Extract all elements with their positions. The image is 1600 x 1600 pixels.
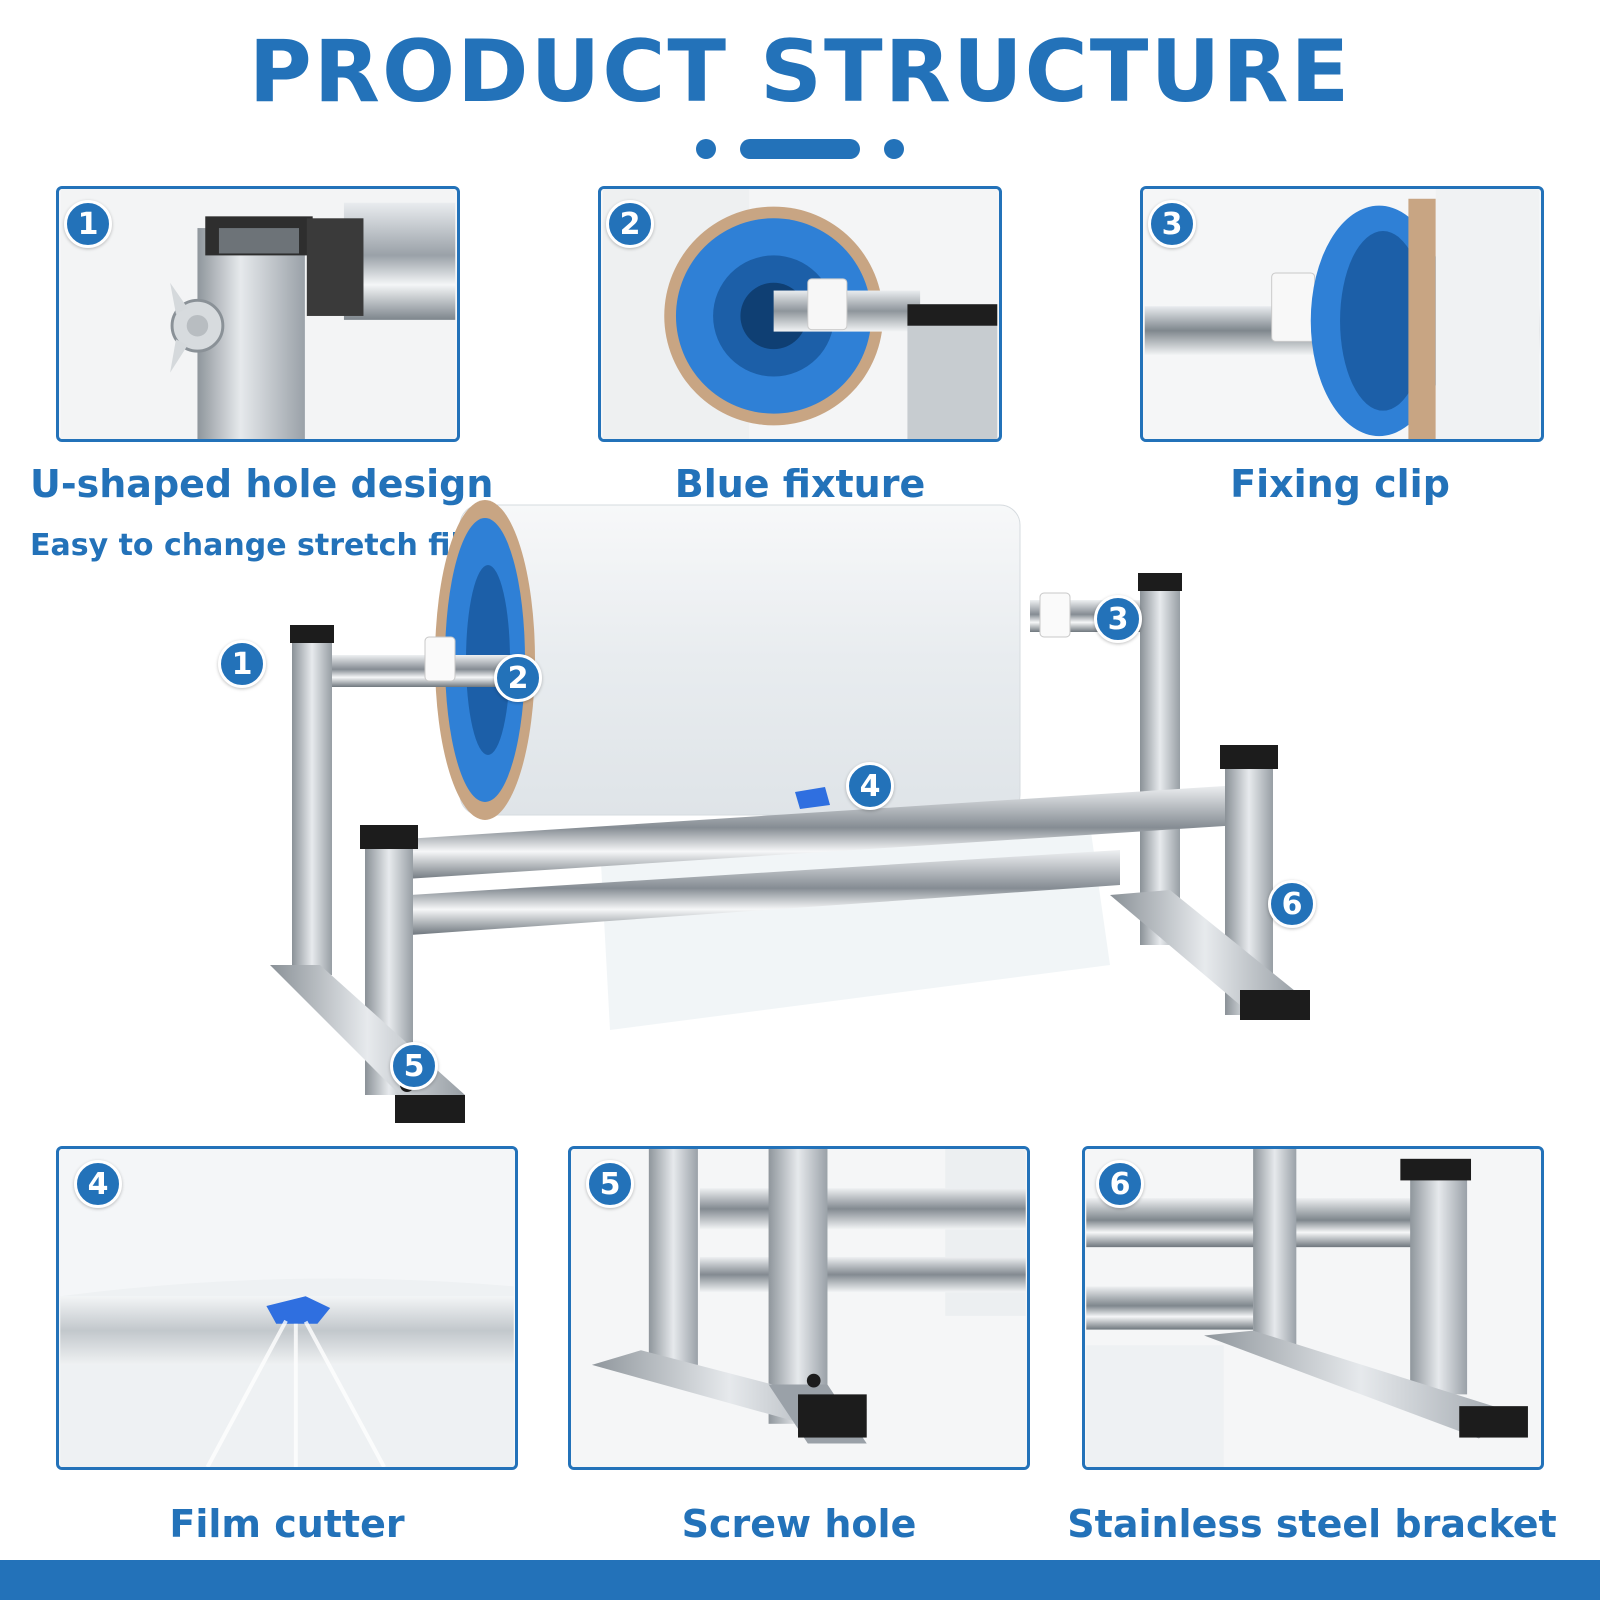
badge-4: 4 <box>74 1160 122 1208</box>
badge-1: 1 <box>64 200 112 248</box>
caption-film-cutter: Film cutter <box>169 1502 405 1546</box>
detail-panel-film-cutter <box>56 1146 518 1470</box>
title-dot-right <box>884 139 904 159</box>
callout-2: 2 <box>494 654 542 702</box>
caption-stainless-bracket: Stainless steel bracket <box>1067 1502 1557 1546</box>
dispenser-illustration <box>270 500 1310 1123</box>
detail-panel-stainless-bracket <box>1082 1146 1544 1470</box>
callout-6: 6 <box>1268 880 1316 928</box>
caption-blue-fixture: Blue fixture <box>674 462 926 506</box>
subcaption-easy-change: Easy to change stretch film <box>30 528 493 563</box>
badge-2: 2 <box>606 200 654 248</box>
u-shaped-hole-illustration <box>60 189 456 439</box>
fixing-clip-illustration <box>1144 189 1540 439</box>
detail-panel-u-shaped-hole <box>56 186 460 442</box>
callout-4: 4 <box>846 762 894 810</box>
title-bar-center <box>740 139 860 159</box>
caption-u-shaped-hole: U-shaped hole design <box>30 462 494 506</box>
callout-5: 5 <box>390 1042 438 1090</box>
screw-hole-illustration <box>572 1149 1026 1467</box>
badge-3: 3 <box>1148 200 1196 248</box>
stainless-bracket-illustration <box>1086 1149 1540 1467</box>
detail-panel-screw-hole <box>568 1146 1030 1470</box>
caption-fixing-clip: Fixing clip <box>1230 462 1450 506</box>
detail-panel-blue-fixture <box>598 186 1002 442</box>
page-title: PRODUCT STRUCTURE <box>248 22 1352 122</box>
badge-5: 5 <box>586 1160 634 1208</box>
blue-fixture-illustration <box>602 189 998 439</box>
title-dot-left <box>696 139 716 159</box>
stretch-film-dispenser-image <box>210 495 1360 1145</box>
caption-screw-hole: Screw hole <box>681 1502 917 1546</box>
callout-3: 3 <box>1094 595 1142 643</box>
badge-6: 6 <box>1096 1160 1144 1208</box>
film-cutter-illustration <box>60 1149 514 1467</box>
callout-1: 1 <box>218 640 266 688</box>
footer-bar <box>0 1560 1600 1600</box>
detail-panel-fixing-clip <box>1140 186 1544 442</box>
